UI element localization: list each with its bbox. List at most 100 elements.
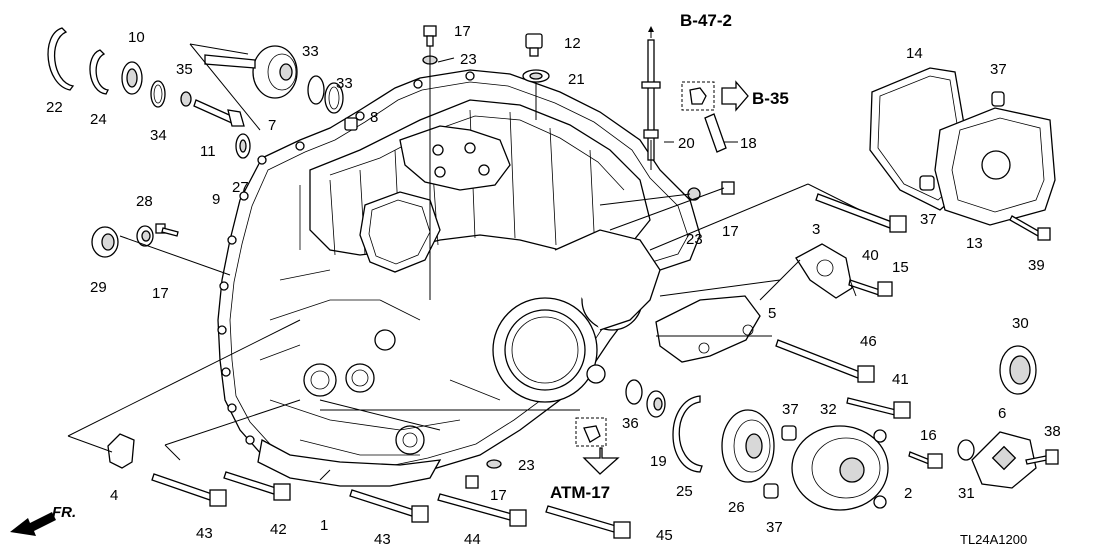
label-13: 13 (966, 235, 983, 252)
label-6: 6 (998, 405, 1006, 422)
label-25: 25 (676, 483, 693, 500)
bolt-16 (908, 451, 943, 469)
label-41: 41 (892, 371, 909, 388)
bolt-42 (223, 471, 291, 501)
label-18: 18 (740, 135, 757, 152)
label-31: 31 (958, 485, 975, 502)
dowel-37-top (991, 91, 1005, 107)
label-17-right: 17 (722, 223, 739, 240)
label-32: 32 (820, 401, 837, 418)
b35-arrow-icon (721, 80, 749, 112)
diagram-code: TL24A1200 (960, 532, 1027, 547)
part-labels: 22 24 10 35 34 11 7 33 33 8 27 9 28 29 1… (46, 11, 1061, 548)
bolt-15 (815, 193, 907, 233)
o-ring-31 (957, 439, 975, 461)
label-7: 7 (268, 117, 276, 134)
label-37-mid: 37 (782, 401, 799, 418)
snap-ring-24 (89, 49, 109, 95)
dowel-37-right (919, 175, 935, 191)
label-23-low: 23 (518, 457, 535, 474)
label-37-right: 37 (920, 211, 937, 228)
bearing-27 (235, 133, 251, 159)
label-8: 8 (370, 109, 378, 126)
cover-2 (791, 425, 889, 511)
label-27: 27 (232, 179, 249, 196)
plug-12 (525, 33, 543, 57)
bracket-5 (655, 295, 761, 363)
bolt-17-top (423, 25, 437, 47)
b47-up-arrow-icon (648, 26, 654, 38)
label-3: 3 (812, 221, 820, 238)
label-17-top: 17 (454, 23, 471, 40)
leader-lines (67, 43, 861, 481)
dowel-37-low (763, 483, 779, 499)
label-45: 45 (656, 527, 673, 544)
transmission-housing (217, 69, 701, 487)
o-ring-36 (625, 379, 643, 405)
bolt-46 (775, 339, 875, 383)
label-23-right: 23 (686, 231, 703, 248)
bolt-36-box (575, 417, 607, 447)
label-9: 9 (212, 191, 220, 208)
label-44: 44 (464, 531, 481, 548)
label-11: 11 (200, 143, 216, 160)
bearing-10 (121, 61, 143, 95)
label-23-top: 23 (460, 51, 477, 68)
label-33a: 33 (302, 43, 319, 60)
snap-ring-22 (47, 27, 75, 91)
bracket-4 (107, 433, 135, 469)
sleeve-7 (204, 45, 298, 99)
label-24: 24 (90, 111, 107, 128)
label-38: 38 (1044, 423, 1061, 440)
bolt-43-mid (349, 489, 429, 523)
sensor-18 (704, 113, 727, 153)
bearing-29 (91, 226, 119, 258)
washer-21 (522, 69, 550, 83)
bolt-17-right (721, 181, 735, 195)
label-33b: 33 (336, 75, 353, 92)
label-5: 5 (768, 305, 776, 322)
cover-6 (971, 431, 1037, 489)
washer-35 (180, 91, 192, 107)
label-26: 26 (728, 499, 745, 516)
bearing-26 (721, 409, 775, 483)
label-37-low: 37 (766, 519, 783, 536)
shaft-11 (193, 99, 245, 127)
bolt-43-left (151, 473, 227, 507)
label-43-left: 43 (196, 525, 213, 542)
label-39: 39 (1028, 257, 1045, 274)
label-15: 15 (892, 259, 909, 276)
label-35: 35 (176, 61, 193, 78)
nut-b35-box (681, 81, 715, 111)
front-direction-label: FR. (52, 504, 76, 521)
label-17-left: 17 (152, 285, 169, 302)
seal-30 (999, 345, 1037, 395)
bolt-44 (437, 493, 527, 527)
bolt-40 (848, 279, 893, 297)
label-14: 14 (906, 45, 923, 62)
atm17-arrow-icon (582, 447, 620, 475)
ref-b35: B-35 (752, 89, 789, 108)
o-rings-33 (307, 75, 344, 114)
bolt-39 (1009, 215, 1051, 241)
label-37-top: 37 (990, 61, 1007, 78)
label-21: 21 (568, 71, 585, 88)
dowel-37-mid (781, 425, 797, 441)
cover-13 (934, 107, 1056, 226)
bolt-17-left (155, 223, 179, 237)
label-4: 4 (110, 487, 118, 504)
bolt-45 (545, 505, 631, 539)
label-28: 28 (136, 193, 153, 210)
o-ring-34 (150, 80, 166, 108)
label-19: 19 (650, 453, 667, 470)
bolt-41 (846, 397, 911, 419)
ref-b47-2: B-47-2 (680, 11, 732, 30)
bearing-28 (136, 225, 154, 247)
label-20: 20 (678, 135, 695, 152)
bolt-17-low (465, 475, 479, 489)
label-29: 29 (90, 279, 107, 296)
label-1: 1 (320, 517, 328, 534)
label-10: 10 (128, 29, 145, 46)
